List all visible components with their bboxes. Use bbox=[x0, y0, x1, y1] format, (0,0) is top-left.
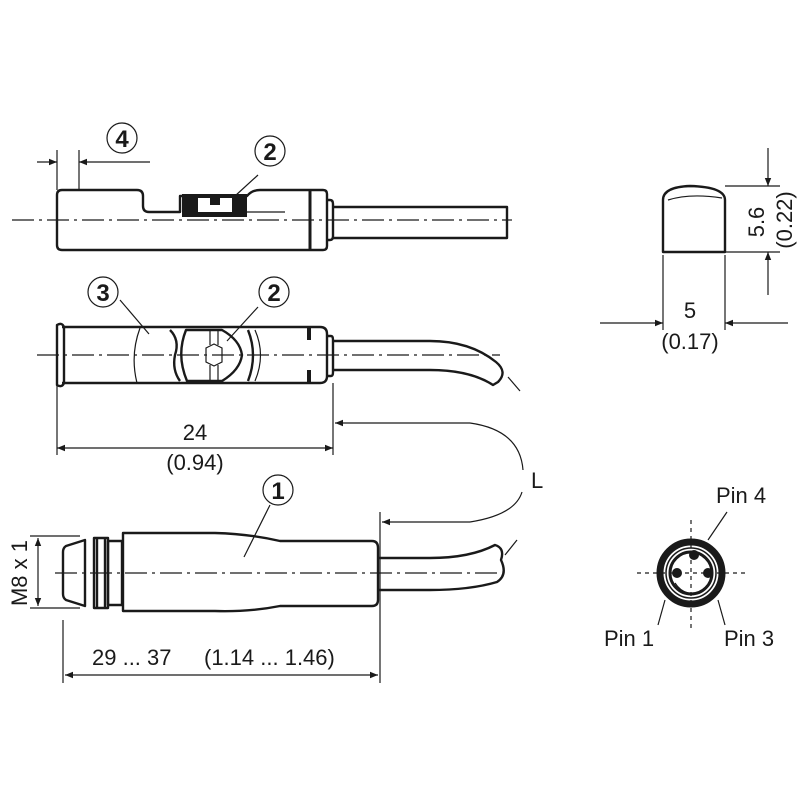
connector-view bbox=[30, 504, 518, 683]
svg-text:2: 2 bbox=[267, 280, 280, 307]
cable-length-label: L bbox=[531, 468, 543, 493]
connector-length-mm-label: 29 ... 37 bbox=[92, 645, 172, 670]
callout-1: 1 bbox=[262, 474, 294, 506]
callout-2-front: 2 bbox=[258, 276, 290, 308]
thread-label: M8 x 1 bbox=[7, 540, 32, 606]
svg-text:3: 3 bbox=[96, 280, 109, 307]
pin-4-icon bbox=[689, 550, 699, 560]
svg-text:2: 2 bbox=[263, 139, 276, 166]
width-mm-label: 5 bbox=[684, 298, 696, 323]
pin-1-icon bbox=[672, 568, 682, 578]
pin-3-icon bbox=[703, 568, 713, 578]
length-in-label: (0.94) bbox=[166, 450, 223, 475]
pin-1-label: Pin 1 bbox=[604, 626, 654, 651]
sensor-end-view bbox=[600, 148, 788, 330]
pin-3-label: Pin 3 bbox=[724, 626, 774, 651]
sensor-side-view bbox=[12, 150, 512, 252]
callout-4: 4 bbox=[106, 122, 138, 154]
height-mm-label: 5.6 bbox=[744, 207, 769, 238]
width-in-label: (0.17) bbox=[661, 329, 718, 354]
height-in-label: (0.22) bbox=[772, 191, 797, 248]
connector-length-in-label: (1.14 ... 1.46) bbox=[204, 645, 335, 670]
callout-3: 3 bbox=[87, 276, 119, 308]
sensor-top-view bbox=[37, 299, 521, 455]
length-mm-label: 24 bbox=[183, 420, 207, 445]
connector-pinout bbox=[637, 511, 745, 628]
svg-text:1: 1 bbox=[271, 478, 284, 505]
svg-text:4: 4 bbox=[115, 126, 129, 153]
pin-4-label: Pin 4 bbox=[716, 483, 766, 508]
callout-2-top: 2 bbox=[254, 135, 286, 167]
cable-length-dimension: L bbox=[335, 419, 543, 526]
